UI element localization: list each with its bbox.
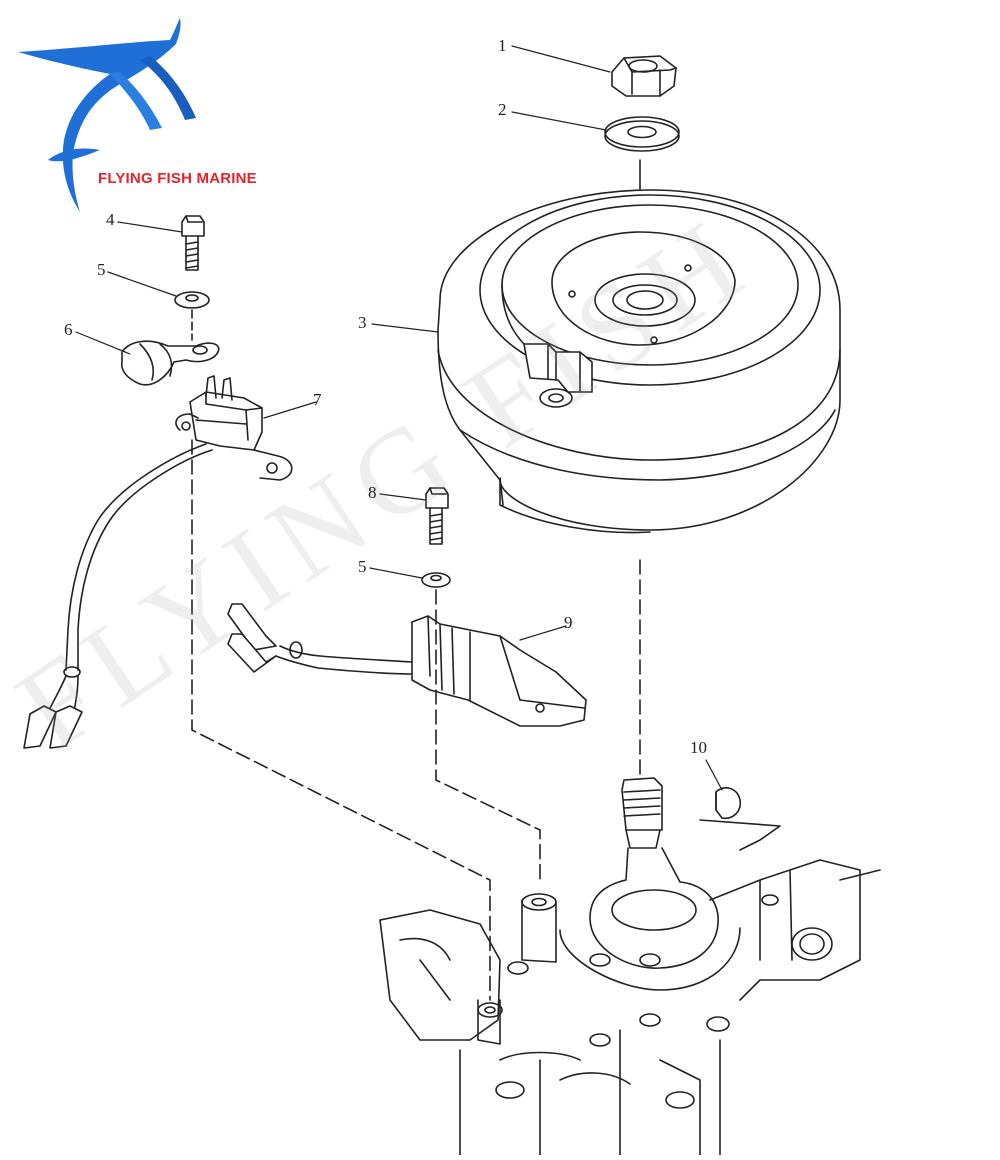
brand-name: FLYING FISH MARINE — [98, 170, 257, 187]
callout-4: 4 — [106, 210, 115, 229]
flying-fish-logo-icon — [18, 18, 196, 212]
crankshaft-assembly — [379, 777, 881, 1156]
bolt-part-4 — [181, 215, 205, 271]
flywheel-part-3 — [437, 189, 841, 534]
callout-7: 7 — [313, 390, 322, 409]
callout-5a: 5 — [97, 260, 106, 279]
callout-10: 10 — [690, 738, 707, 757]
callout-3: 3 — [358, 313, 367, 332]
leader-line-9 — [435, 589, 541, 881]
callout-8: 8 — [368, 483, 377, 502]
woodruff-key-part-10 — [715, 787, 742, 820]
leader-line-7 — [191, 439, 491, 1001]
charge-coil-part-9 — [227, 603, 587, 727]
clamp-part-6 — [120, 340, 220, 386]
nut-part-1 — [611, 55, 677, 97]
washer-part-2 — [604, 116, 680, 152]
callout-9: 9 — [564, 613, 573, 632]
callout-5b: 5 — [358, 557, 367, 576]
callout-2: 2 — [498, 100, 507, 119]
callout-1: 1 — [498, 36, 507, 55]
pulser-coil-part-7 — [23, 375, 293, 749]
washer-part-5a — [174, 291, 210, 309]
callout-6: 6 — [64, 320, 73, 339]
callout-leaders — [75, 45, 723, 791]
bolt-part-8 — [425, 487, 449, 545]
washer-part-5b — [421, 572, 451, 588]
